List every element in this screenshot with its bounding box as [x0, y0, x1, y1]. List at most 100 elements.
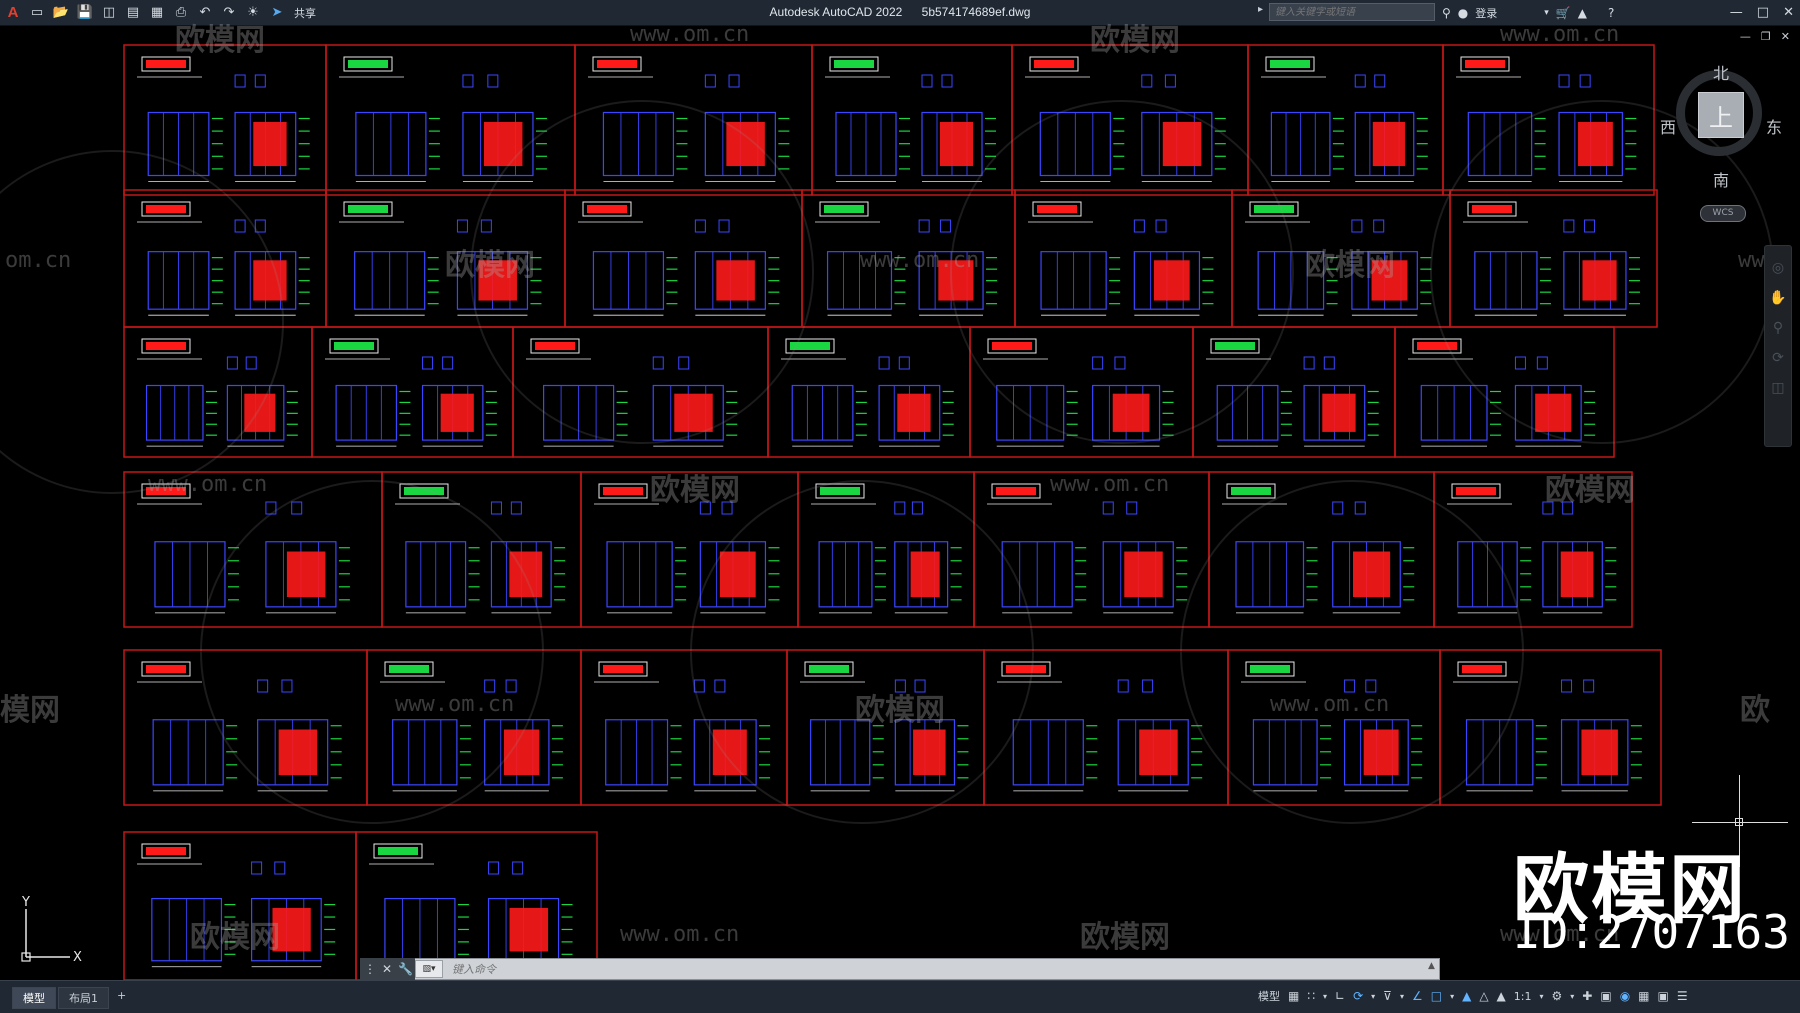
- close-icon[interactable]: ✕: [1783, 5, 1794, 20]
- recent-commands-dropdown[interactable]: ▧▾: [415, 960, 443, 978]
- saveas-icon[interactable]: ◫: [102, 5, 116, 20]
- customize-menu-icon[interactable]: ☰: [1676, 989, 1688, 1003]
- drawing-sheet[interactable]: [366, 649, 582, 806]
- search-expand-icon[interactable]: ▸: [1258, 4, 1264, 15]
- drawing-sheet[interactable]: [797, 471, 975, 628]
- steering-wheel-icon[interactable]: ◎: [1771, 260, 1785, 276]
- drawing-sheet[interactable]: [123, 831, 357, 980]
- object-snap-icon[interactable]: □: [1430, 989, 1443, 1003]
- save-icon[interactable]: 💾: [76, 5, 94, 20]
- drawing-sheet[interactable]: [311, 326, 514, 458]
- drawing-sheet[interactable]: [1231, 189, 1451, 328]
- annotation-monitor-icon[interactable]: ✚: [1582, 989, 1593, 1003]
- annotation-scale-value[interactable]: 1:1: [1513, 989, 1532, 1003]
- command-history-icon[interactable]: ▲: [1428, 961, 1435, 971]
- drawing-sheet[interactable]: [1439, 649, 1662, 806]
- drawing-sheet[interactable]: [325, 189, 566, 328]
- drawing-sheet[interactable]: [1208, 471, 1435, 628]
- drawing-minimize-icon[interactable]: —: [1739, 30, 1751, 43]
- polar-icon[interactable]: ⟳: [1353, 989, 1364, 1003]
- autodesk-a360-icon[interactable]: ▲: [1577, 6, 1587, 20]
- drawing-sheet[interactable]: [580, 471, 799, 628]
- zoom-extents-icon[interactable]: ⚲: [1772, 320, 1784, 336]
- isodraft-icon[interactable]: ⊽: [1383, 989, 1392, 1003]
- chevron-down-icon[interactable]: ▾: [1539, 991, 1544, 1001]
- new-icon[interactable]: ▭: [30, 5, 44, 20]
- drawing-sheet[interactable]: [123, 44, 327, 196]
- drawing-sheet[interactable]: [580, 649, 788, 806]
- chevron-down-icon[interactable]: ▾: [1544, 8, 1549, 18]
- viewcube-top-face[interactable]: 上: [1698, 92, 1744, 138]
- undo-icon[interactable]: ↶: [199, 5, 211, 20]
- chevron-down-icon[interactable]: ▾: [1371, 991, 1376, 1001]
- drawing-sheet[interactable]: [1192, 326, 1396, 458]
- tab-model[interactable]: 模型: [12, 987, 56, 1009]
- chevron-down-icon[interactable]: ▾: [1450, 991, 1455, 1001]
- workspace-gear-icon[interactable]: ⚙: [1551, 989, 1563, 1003]
- clean-screen-icon[interactable]: ▣: [1657, 989, 1669, 1003]
- grid-icon[interactable]: ▦: [1288, 989, 1300, 1003]
- drawing-sheet[interactable]: [1394, 326, 1615, 458]
- command-input[interactable]: [448, 960, 1436, 978]
- workspace-icon[interactable]: ☀: [247, 5, 259, 20]
- hardware-acceleration-icon[interactable]: ▦: [1638, 989, 1650, 1003]
- search-icon[interactable]: ⚲: [1442, 6, 1451, 20]
- drawing-sheet[interactable]: [1247, 44, 1444, 196]
- drawing-sheet[interactable]: [983, 649, 1229, 806]
- drawing-sheet[interactable]: [969, 326, 1194, 458]
- snap-icon[interactable]: ∷: [1307, 989, 1315, 1003]
- viewcube-south[interactable]: 南: [1713, 171, 1730, 190]
- command-grip-icon[interactable]: ⋮: [364, 962, 376, 976]
- autocad-logo-icon[interactable]: A: [7, 4, 19, 21]
- add-layout-button[interactable]: +: [117, 989, 127, 1002]
- share-label[interactable]: 共享: [294, 6, 316, 20]
- user-icon[interactable]: ●: [1457, 6, 1469, 20]
- help-icon[interactable]: ?: [1608, 6, 1615, 20]
- share-icon[interactable]: ➤: [271, 5, 283, 20]
- chevron-down-icon[interactable]: ▾: [1399, 991, 1404, 1001]
- publish-icon[interactable]: ▦: [150, 5, 164, 20]
- drawing-sheet[interactable]: [1227, 649, 1441, 806]
- login-link[interactable]: 登录: [1475, 7, 1498, 20]
- drawing-sheet[interactable]: [123, 649, 368, 806]
- drawing-sheet[interactable]: [512, 326, 769, 458]
- annotation-visibility-icon[interactable]: ▲: [1462, 989, 1472, 1003]
- viewcube-east[interactable]: 东: [1766, 118, 1783, 137]
- drawing-sheet[interactable]: [811, 44, 1013, 196]
- drawing-canvas[interactable]: [0, 25, 1800, 980]
- viewcube-north[interactable]: 北: [1713, 64, 1730, 83]
- drawing-sheet[interactable]: [973, 471, 1210, 628]
- pan-icon[interactable]: ✋: [1769, 290, 1787, 306]
- open-icon[interactable]: 📂: [52, 5, 70, 20]
- drawing-sheet[interactable]: [123, 471, 383, 628]
- drawing-sheet[interactable]: [1011, 44, 1249, 196]
- viewcube-compass-ring[interactable]: [1676, 70, 1762, 156]
- model-space-toggle[interactable]: 模型: [1258, 990, 1280, 1003]
- auto-scale-icon[interactable]: △: [1479, 989, 1489, 1003]
- drawing-sheet[interactable]: [574, 44, 813, 196]
- drawing-sheet[interactable]: [325, 44, 576, 196]
- command-customize-icon[interactable]: 🔧: [398, 962, 414, 976]
- object-snap-tracking-icon[interactable]: ∠: [1411, 989, 1423, 1003]
- drawing-sheet[interactable]: [1014, 189, 1233, 328]
- drawing-close-icon[interactable]: ✕: [1780, 30, 1790, 43]
- drawing-restore-icon[interactable]: ❐: [1760, 30, 1771, 43]
- drawing-sheet[interactable]: [1433, 471, 1633, 628]
- drawing-sheet[interactable]: [1442, 44, 1655, 196]
- tab-layout1[interactable]: 布局1: [58, 987, 109, 1009]
- redo-icon[interactable]: ↷: [223, 5, 235, 20]
- drawing-sheet[interactable]: [564, 189, 803, 328]
- search-input[interactable]: [1269, 3, 1435, 21]
- drawing-sheet[interactable]: [355, 831, 598, 980]
- drawing-sheet[interactable]: [123, 189, 327, 328]
- annotation-scale-icon[interactable]: ▲: [1496, 989, 1506, 1003]
- drawing-sheet[interactable]: [767, 326, 971, 458]
- chevron-down-icon[interactable]: ▾: [1570, 991, 1575, 1001]
- drawing-sheet[interactable]: [786, 649, 985, 806]
- viewcube-west[interactable]: 西: [1660, 118, 1677, 137]
- viewcube[interactable]: 上 北 南 西 东 WCS: [1660, 60, 1783, 260]
- orbit-icon[interactable]: ⟳: [1772, 350, 1784, 366]
- print-icon[interactable]: ⎙: [175, 5, 187, 20]
- drawing-sheet[interactable]: [381, 471, 582, 628]
- drawing-sheet[interactable]: [1449, 189, 1658, 328]
